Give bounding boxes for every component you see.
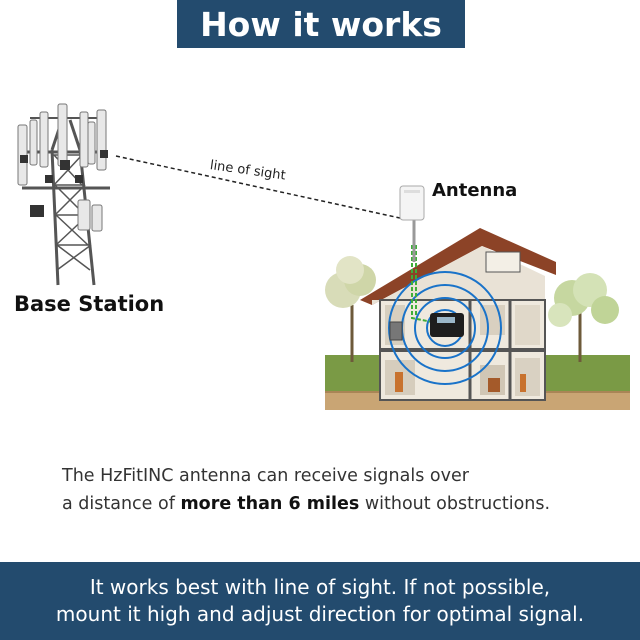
title-banner: How it works (177, 0, 465, 48)
base-station-equipment-icon (20, 150, 108, 217)
footer-line-1: It works best with line of sight. If not… (89, 575, 551, 599)
antenna-label: Antenna (432, 180, 518, 201)
base-station-panels-icon (17, 103, 107, 232)
signal-booster-icon (430, 313, 464, 337)
diagram-illustration (17, 103, 630, 410)
description-line-2-prefix: a distance of (62, 494, 181, 514)
description-line-2: a distance of more than 6 miles without … (62, 490, 632, 518)
description-line-1: The HzFitINC antenna can receive signals… (62, 466, 469, 486)
page-title: How it works (200, 4, 442, 44)
antenna-cable (411, 245, 433, 323)
footer-line-2: mount it high and adjust direction for o… (55, 602, 585, 626)
rooftop-antenna-icon (399, 185, 425, 262)
indoor-antenna-icon (389, 321, 403, 341)
tree-icon (325, 256, 619, 362)
description-highlight: more than 6 miles (180, 494, 360, 514)
footer-banner: It works best with line of sight. If not… (0, 562, 640, 640)
description-line-2-suffix: without obstructions. (359, 494, 551, 514)
base-station-label: Base Station (14, 292, 165, 316)
description-text: The HzFitINC antenna can receive signals… (62, 462, 632, 518)
